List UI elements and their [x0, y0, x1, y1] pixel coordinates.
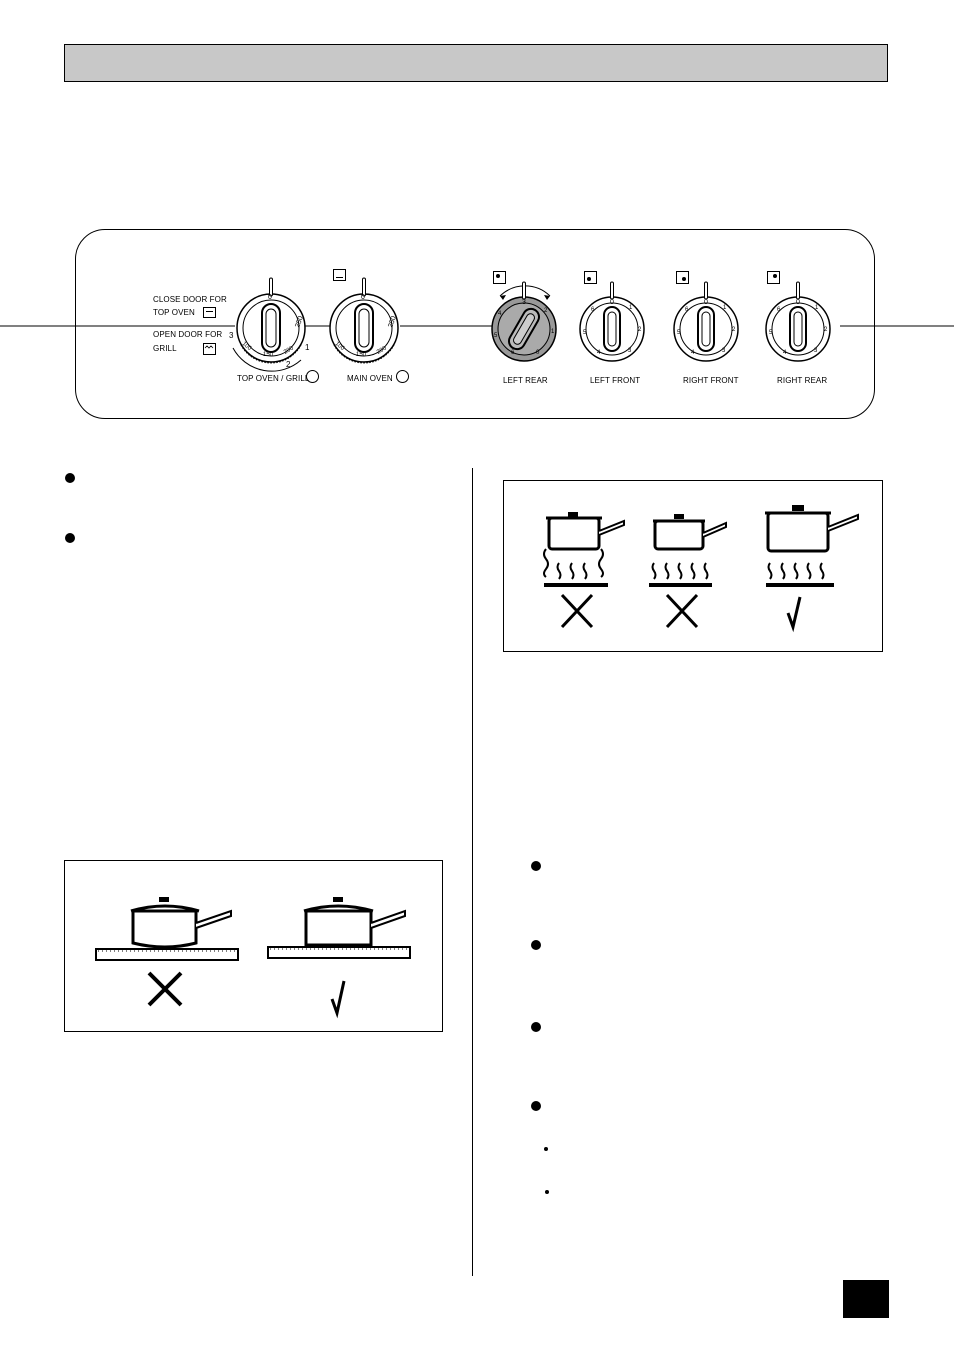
left-rear-position-icon: [493, 271, 506, 284]
dial-number: 6: [777, 307, 781, 313]
dial-number: 4: [597, 350, 601, 356]
sub-bullet-point: [545, 1190, 549, 1194]
bullet-point: [65, 533, 75, 543]
knob-label-right-rear: RIGHT REAR: [777, 376, 828, 385]
medium-pan-flames-wrong: [649, 514, 727, 629]
left-rear-dial[interactable]: 3 2 1 0 6 5 4: [478, 270, 570, 370]
dial-number: 4: [783, 350, 787, 356]
open-door-text-1: OPEN DOOR FOR: [153, 330, 223, 339]
dial-number: 2: [732, 327, 736, 333]
bullet-point: [531, 1022, 541, 1032]
bullet-point: [531, 1101, 541, 1111]
dial-number: 0: [536, 350, 540, 356]
bullet-point: [531, 861, 541, 871]
main-oven-indicator-light: [396, 370, 409, 383]
main-oven-icon: [333, 269, 346, 281]
right-front-position-icon: [676, 271, 689, 284]
dial-number: 4: [498, 311, 502, 317]
dial-number: 200: [283, 345, 295, 356]
top-oven-grill-label: TOP OVEN / GRILL: [237, 374, 310, 383]
dial-number: 250: [294, 315, 305, 328]
pan-base-illustration: [95, 897, 411, 1019]
knob-label-left-front: LEFT FRONT: [590, 376, 641, 385]
pan-size-figure: [503, 480, 883, 652]
dial-number: 0: [610, 299, 614, 306]
dial-number: 0: [704, 299, 708, 306]
left-front-dial[interactable]: 0 1 2 3 4 5 6: [566, 270, 658, 370]
dial-number: 100: [334, 341, 346, 352]
section-header-bar: [64, 44, 888, 82]
dial-number: 3: [628, 348, 632, 354]
right-rear-dial[interactable]: 0 1 2 3 4 5 6: [752, 270, 844, 370]
dial-number: 1: [723, 305, 727, 311]
dial-number: 200: [376, 345, 388, 356]
grill-scale-number: 1: [305, 343, 310, 352]
bullet-point: [531, 940, 541, 950]
main-oven-label: MAIN OVEN: [347, 374, 393, 383]
top-oven-grill-dial[interactable]: 0 250 200 150 100 3 2 1: [225, 272, 320, 372]
dial-number: 5: [769, 330, 773, 336]
dial-number: 1: [551, 329, 555, 335]
dial-number: 5: [494, 333, 498, 339]
dial-number: 2: [824, 327, 828, 333]
sub-bullet-point: [544, 1147, 548, 1151]
top-oven-indicator-light: [306, 370, 319, 383]
right-rear-position-icon: [767, 271, 780, 284]
control-panel-diagram: [75, 229, 875, 419]
dial-number: 1: [815, 305, 819, 311]
dial-number: 3: [722, 348, 726, 354]
column-divider: [472, 468, 473, 1276]
large-pan-flames-correct: [765, 505, 859, 633]
flat-pan-correct: [267, 897, 411, 1019]
dial-number: 3: [522, 299, 526, 306]
bullet-point: [65, 473, 75, 483]
main-oven-dial[interactable]: 0 250 200 150 100: [318, 272, 408, 372]
dial-number: 3: [814, 348, 818, 354]
right-front-dial[interactable]: 0 1 2 3 4 5 6: [660, 270, 752, 370]
pan-base-figure: [64, 860, 443, 1032]
dial-number: 6: [685, 307, 689, 313]
knob-label-right-front: RIGHT FRONT: [683, 376, 739, 385]
close-door-text-2: TOP OVEN: [153, 308, 195, 317]
dial-number: 0: [796, 299, 800, 306]
dial-number: 2: [638, 327, 642, 333]
dial-number: 150: [356, 352, 367, 358]
close-door-text-1: CLOSE DOOR FOR: [153, 295, 227, 304]
small-pan-flames-wrong: [543, 512, 625, 629]
grill-scale-number: 2: [286, 360, 291, 369]
top-oven-icon: [203, 307, 216, 318]
dial-number: 6: [591, 307, 595, 313]
knob-label-left-rear: LEFT REAR: [503, 376, 548, 385]
dial-number: 150: [263, 352, 274, 358]
page-number-box: [843, 1280, 889, 1318]
open-door-text-2: GRILL: [153, 344, 177, 353]
dial-number: 4: [691, 350, 695, 356]
warped-pan-wrong: [95, 897, 239, 1007]
dial-number: 0: [361, 294, 365, 301]
dial-number: 2: [544, 308, 548, 314]
dial-number: 100: [241, 341, 253, 352]
dial-number: 1: [629, 305, 633, 311]
control-panel-lines: [0, 325, 954, 327]
dial-number: 0: [268, 294, 272, 301]
grill-scale-number: 3: [229, 331, 234, 340]
dial-number: 250: [387, 315, 398, 328]
left-front-position-icon: [584, 271, 597, 284]
pan-size-illustration: [543, 505, 859, 633]
dial-number: 6: [511, 350, 515, 356]
grill-icon: [203, 343, 216, 355]
dial-number: 5: [583, 330, 587, 336]
dial-number: 5: [677, 330, 681, 336]
